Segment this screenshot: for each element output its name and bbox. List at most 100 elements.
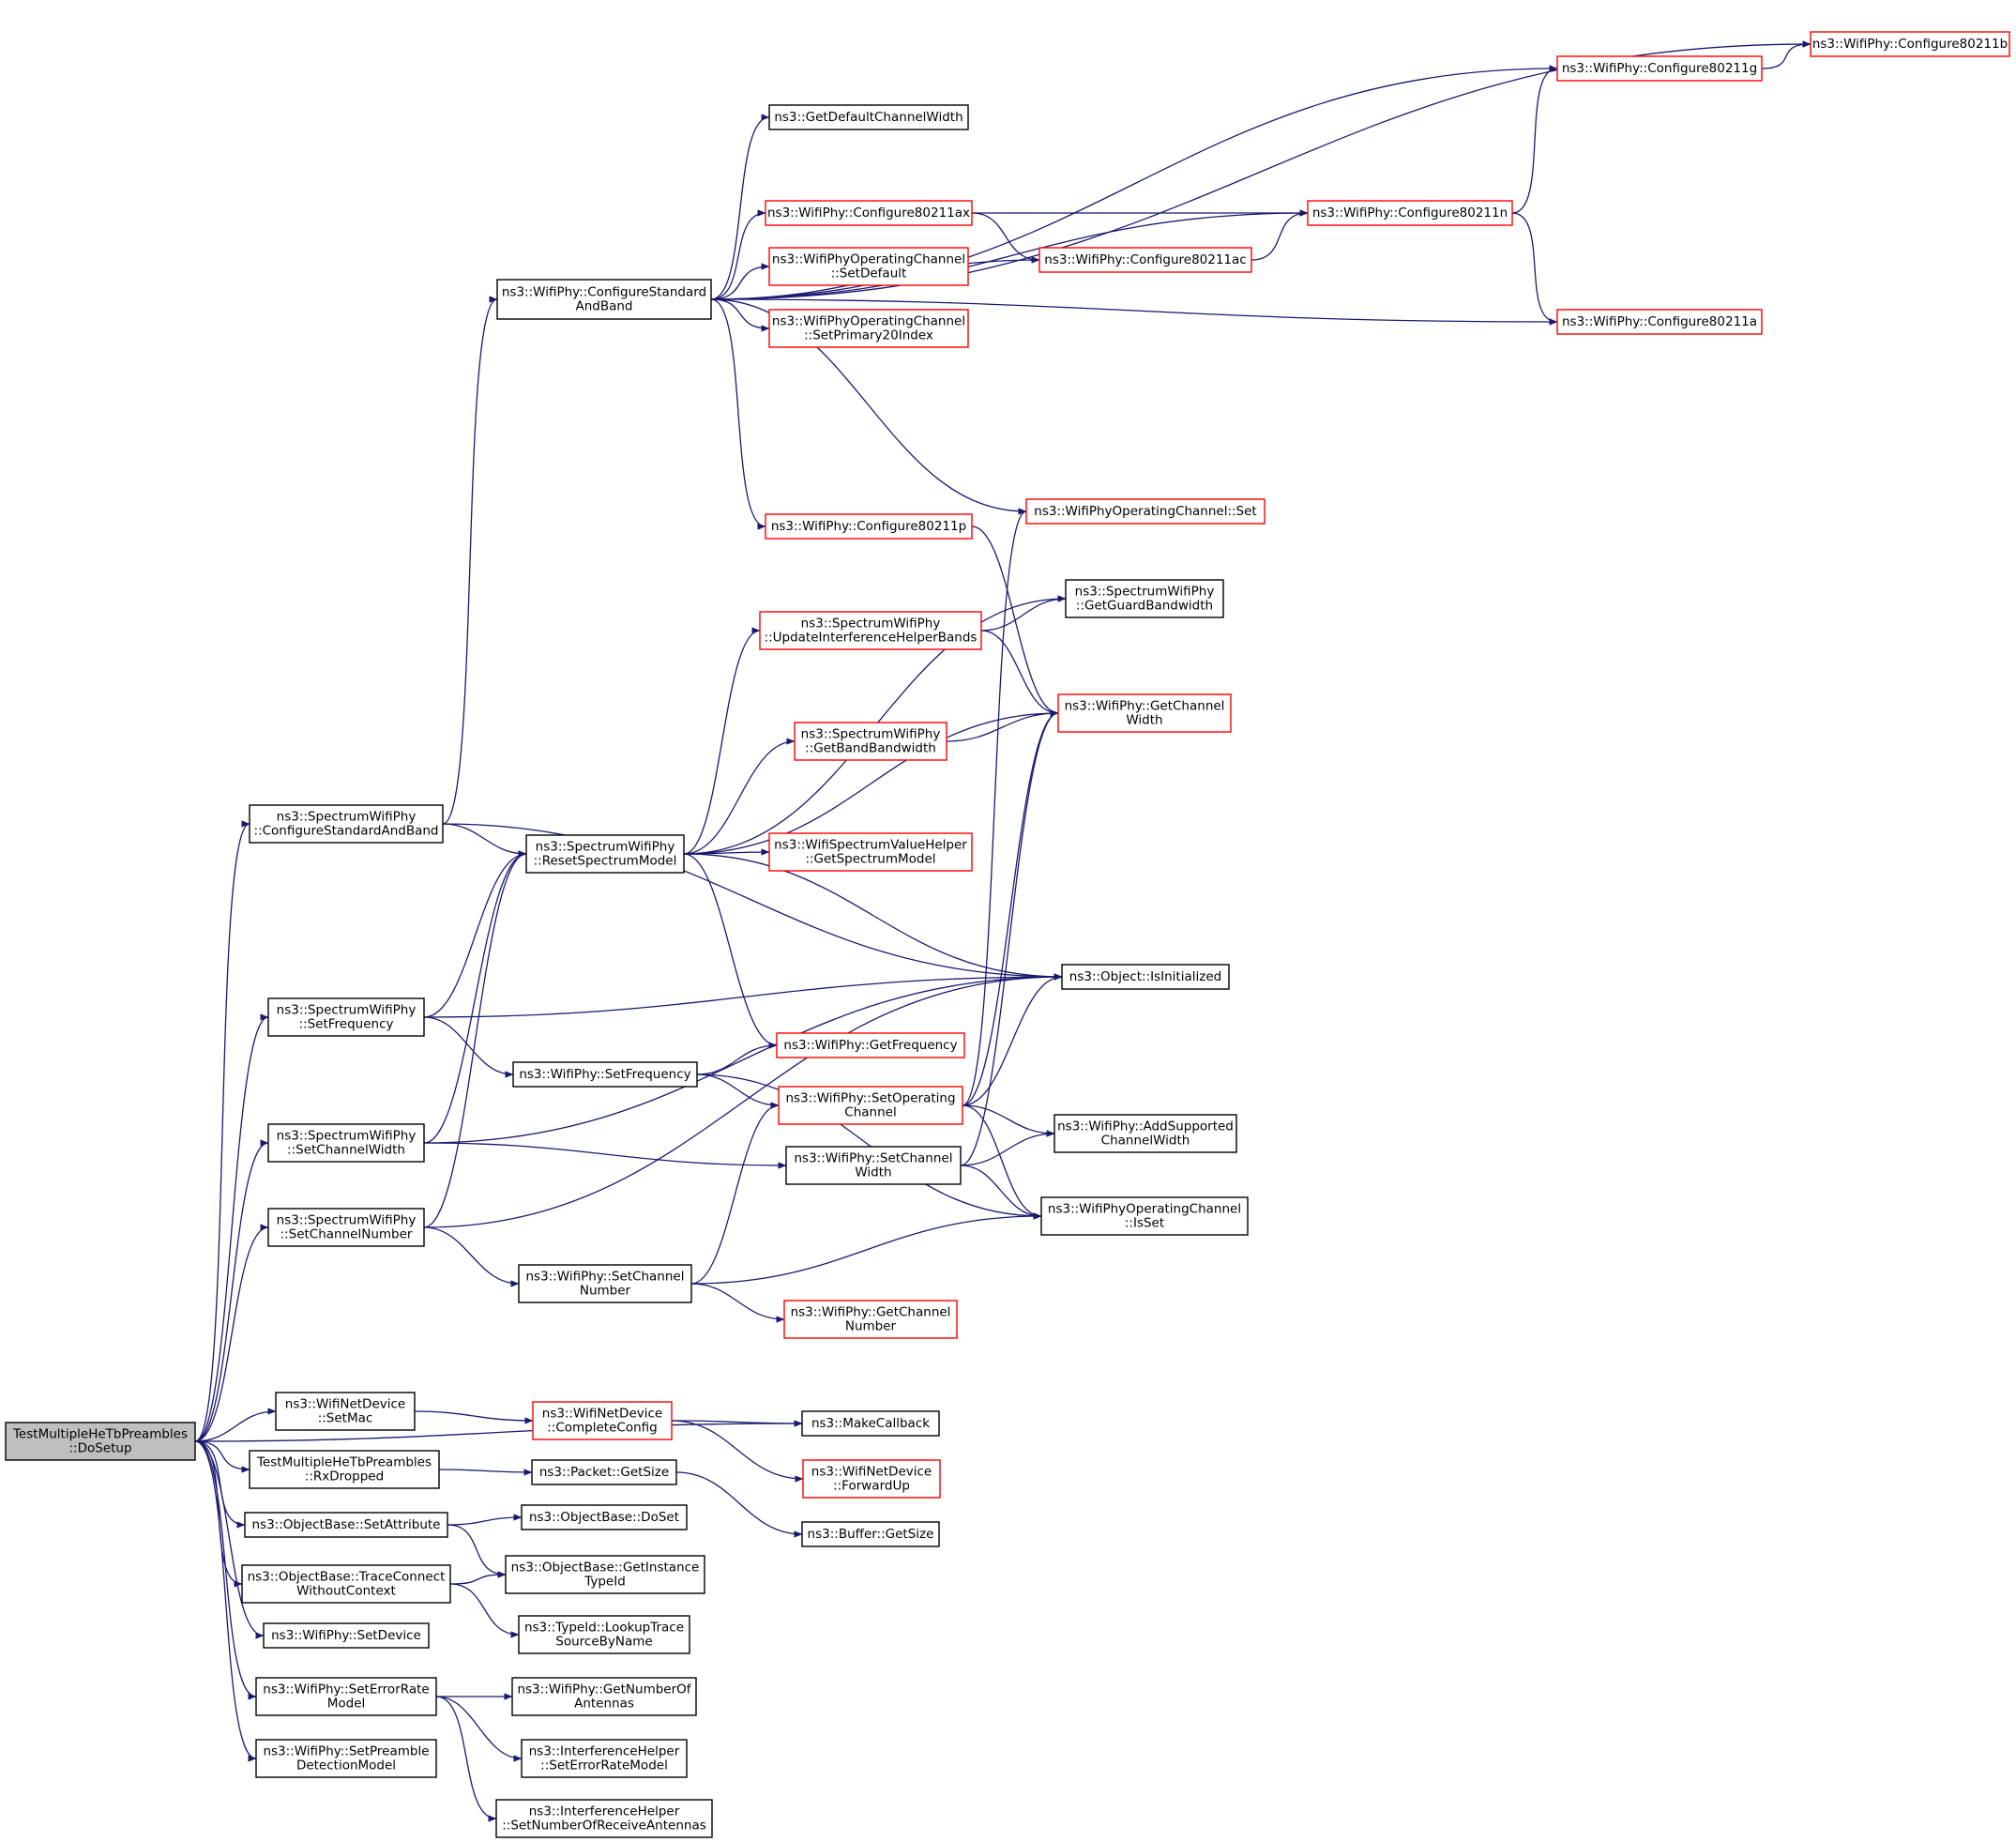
node-wp-setcw[interactable]: ns3::WifiPhy::SetChannelWidth	[785, 1146, 962, 1185]
node-pkt-getsize[interactable]: ns3::Packet::GetSize	[531, 1459, 677, 1485]
node-wp-setdevice[interactable]: ns3::WifiPhy::SetDevice	[263, 1622, 430, 1649]
node-ob-tracecon[interactable]: ns3::ObjectBase::TraceConnectWithoutCont…	[241, 1564, 451, 1604]
node-box	[1065, 579, 1224, 618]
node-label-line: ns3::WifiPhyOperatingChannel	[772, 252, 965, 267]
node-woc-isset[interactable]: ns3::WifiPhyOperatingChannel::IsSet	[1040, 1196, 1249, 1236]
edge-sw_resetsm-to-wp_getfreq	[683, 853, 778, 1049]
edge-root-to-sw_setfreq	[194, 1013, 269, 1442]
node-wp-setcn[interactable]: ns3::WifiPhy::SetChannelNumber	[518, 1264, 692, 1303]
node-cfg-n[interactable]: ns3::WifiPhy::Configure80211n	[1307, 200, 1513, 226]
node-getdefcw[interactable]: ns3::GetDefaultChannelWidth	[768, 104, 969, 130]
node-label-line: ns3::WifiPhy::SetDevice	[271, 1628, 421, 1643]
edge-sw_setfreq-to-obj_isinit	[423, 973, 1063, 1018]
node-label-line: Number	[580, 1284, 631, 1299]
node-label-line: ::SetDefault	[831, 266, 907, 282]
node-label-line: ns3::WifiPhy::Configure80211ax	[767, 206, 970, 221]
edge-sw_resetsm-to-sw_getbw	[683, 738, 796, 855]
node-label-line: AndBand	[575, 299, 632, 314]
node-sw-getguard[interactable]: ns3::SpectrumWifiPhy::GetGuardBandwidth	[1065, 579, 1224, 618]
node-wnd-fwdup[interactable]: ns3::WifiNetDevice::ForwardUp	[802, 1459, 941, 1499]
node-ih-setnra[interactable]: ns3::InterferenceHelper::SetNumberOfRece…	[495, 1799, 713, 1838]
node-wsvh-getsm[interactable]: ns3::WifiSpectrumValueHelper::GetSpectru…	[768, 832, 973, 872]
edge-sw_resetsm-to-obj_isinit	[683, 853, 1063, 981]
node-label-line: ns3::WifiPhy::Configure80211p	[771, 519, 966, 534]
node-ob-doset[interactable]: ns3::ObjectBase::DoSet	[521, 1504, 688, 1530]
node-label-line: ns3::WifiPhy::SetPreamble	[263, 1744, 429, 1759]
edge-ob_setattr-to-ob_doset	[447, 1514, 523, 1526]
node-makecb[interactable]: ns3::MakeCallback	[801, 1410, 940, 1437]
node-wnd-setmac[interactable]: ns3::WifiNetDevice::SetMac	[275, 1392, 416, 1431]
node-cfg-b[interactable]: ns3::WifiPhy::Configure80211b	[1810, 31, 2010, 57]
edge-root-to-wp_seterm	[194, 1440, 257, 1700]
edge-wp_cfgstd-to-cfg_n	[710, 209, 1309, 300]
node-tm-rxdropped[interactable]: TestMultipleHeTbPreambles::RxDropped	[249, 1450, 440, 1489]
node-cfg-g[interactable]: ns3::WifiPhy::Configure80211g	[1556, 55, 1763, 82]
node-sw-setfreq[interactable]: ns3::SpectrumWifiPhy::SetFrequency	[267, 997, 425, 1037]
node-box	[255, 1677, 437, 1716]
node-woc-setdefault[interactable]: ns3::WifiPhyOperatingChannel::SetDefault	[768, 247, 969, 286]
node-label-line: ns3::WifiPhy::ConfigureStandard	[502, 285, 706, 300]
node-label-line: ns3::WifiPhy::GetChannel	[1065, 699, 1225, 714]
node-sw-cfgstd[interactable]: ns3::SpectrumWifiPhy::ConfigureStandardA…	[249, 804, 444, 844]
edge-wp_cfgstd-to-cfg_p	[710, 298, 766, 530]
node-sw-resetsm[interactable]: ns3::SpectrumWifiPhy::ResetSpectrumModel	[525, 834, 685, 874]
node-ih-seterm[interactable]: ns3::InterferenceHelper::SetErrorRateMod…	[521, 1739, 688, 1778]
node-ob-setattr[interactable]: ns3::ObjectBase::SetAttribute	[244, 1512, 448, 1538]
node-wnd-complete[interactable]: ns3::WifiNetDevice::CompleteConfig	[532, 1401, 673, 1440]
node-label-line: ::GetGuardBandwidth	[1076, 599, 1213, 614]
node-label-line: ns3::WifiPhy::GetChannel	[791, 1305, 951, 1320]
node-sw-setcw[interactable]: ns3::SpectrumWifiPhy::SetChannelWidth	[267, 1123, 425, 1163]
node-box	[532, 1401, 673, 1440]
edge-root-to-makecb	[194, 1420, 803, 1442]
node-label-line: ::SetPrimary20Index	[804, 328, 933, 343]
node-label-line: ns3::Buffer::GetSize	[808, 1527, 934, 1542]
edge-root-to-wp_setdevice	[194, 1440, 265, 1639]
node-sw-updih[interactable]: ns3::SpectrumWifiPhy::UpdateInterference…	[759, 611, 982, 650]
node-sw-getbw[interactable]: ns3::SpectrumWifiPhy::GetBandBandwidth	[794, 722, 947, 761]
node-wp-cfgstd[interactable]: ns3::WifiPhy::ConfigureStandardAndBand	[496, 279, 712, 320]
node-label-line: Channel	[844, 1105, 896, 1120]
node-label-line: ns3::ObjectBase::DoSet	[529, 1510, 679, 1525]
node-cfg-p[interactable]: ns3::WifiPhy::Configure80211p	[765, 513, 973, 540]
node-sw-setcn[interactable]: ns3::SpectrumWifiPhy::SetChannelNumber	[267, 1208, 425, 1247]
edge-cfg_ac-to-cfg_n	[1251, 209, 1309, 261]
node-cfg-ac[interactable]: ns3::WifiPhy::Configure80211ac	[1038, 247, 1252, 273]
node-label-line: ns3::WifiPhy::GetNumberOf	[517, 1682, 691, 1697]
node-box	[785, 1146, 962, 1185]
edge-sw_setcw-to-wp_setcw	[423, 1142, 787, 1169]
node-label-line: ns3::SpectrumWifiPhy	[801, 727, 941, 742]
node-wp-seterm[interactable]: ns3::WifiPhy::SetErrorRateModel	[255, 1677, 437, 1716]
node-obj-isinit[interactable]: ns3::Object::IsInitialized	[1061, 964, 1230, 990]
node-wp-setfreq[interactable]: ns3::WifiPhy::SetFrequency	[512, 1061, 698, 1088]
node-cfg-ax[interactable]: ns3::WifiPhy::Configure80211ax	[765, 200, 973, 226]
edge-wp_setopch-to-woc_set	[962, 508, 1027, 1106]
node-woc-set[interactable]: ns3::WifiPhyOperatingChannel::Set	[1025, 498, 1266, 525]
node-box	[1053, 1114, 1237, 1153]
node-label-line: Number	[845, 1319, 897, 1334]
node-label-line: TestMultipleHeTbPreambles	[12, 1427, 188, 1442]
node-label-line: SourceByName	[555, 1635, 652, 1650]
node-cfg-a[interactable]: ns3::WifiPhy::Configure80211a	[1556, 309, 1763, 335]
node-box	[505, 1555, 705, 1594]
node-label-line: ns3::GetDefaultChannelWidth	[774, 110, 963, 125]
node-buf-getsize[interactable]: ns3::Buffer::GetSize	[801, 1521, 940, 1547]
edge-wp_setcw-to-wp_getcw	[960, 709, 1059, 1166]
node-box	[1040, 1196, 1249, 1236]
node-label-line: ::SetMac	[318, 1411, 373, 1426]
node-label-line: ns3::SpectrumWifiPhy	[277, 1003, 417, 1018]
edge-sw_resetsm-to-sw_updih	[683, 627, 761, 855]
node-label-line: ::IsSet	[1125, 1216, 1164, 1231]
node-root[interactable]: TestMultipleHeTbPreambles::DoSetup	[5, 1422, 196, 1461]
node-woc-setp20[interactable]: ns3::WifiPhyOperatingChannel::SetPrimary…	[768, 309, 969, 348]
node-wp-getfreq[interactable]: ns3::WifiPhy::GetFrequency	[776, 1032, 965, 1058]
edge-ob_tracecon-to-ob_getinst	[449, 1571, 507, 1585]
node-layer: TestMultipleHeTbPreambles::DoSetup ns3::S…	[5, 31, 2010, 1838]
